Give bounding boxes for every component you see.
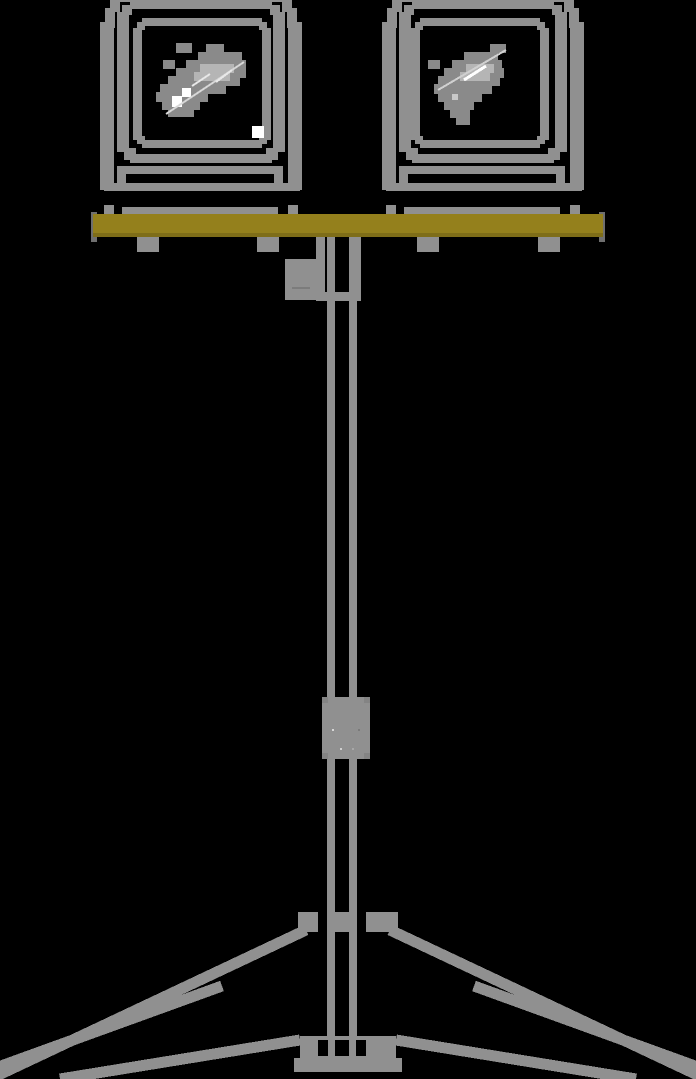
tripod-brace-left: [59, 1034, 301, 1079]
right-lamp-base-band: [399, 166, 565, 216]
tripod-hub-slot-right: [357, 912, 366, 932]
bracket-yoke-left: [316, 237, 325, 300]
pole-left-edge: [327, 237, 335, 1060]
tripod-brace-right: [395, 1034, 637, 1079]
right-lamp-lens-frame: [411, 18, 549, 148]
pole-right-edge: [349, 237, 357, 1060]
tripod-base: [0, 912, 696, 1079]
tripod-outer-brace-left: [0, 980, 224, 1073]
crossbar-tabs: [137, 237, 560, 252]
crossbar: [91, 212, 605, 252]
left-lamp-base-band: [117, 166, 283, 216]
right-lamp-head: [382, 0, 584, 217]
ballast-box: [285, 259, 316, 300]
telescoping-pole: [327, 237, 357, 1060]
crossbar-rail: [93, 214, 603, 237]
ballast-box-line: [292, 287, 310, 289]
bracket-yoke-bottom: [316, 292, 361, 301]
left-lamp-lens-frame: [133, 18, 271, 148]
left-lamp-head: [100, 0, 302, 217]
light-beam-icon: [156, 43, 264, 138]
tripod-hub: [298, 912, 398, 932]
height-adjust-collar: [322, 697, 370, 759]
tripod-hub-slot-left: [318, 912, 327, 932]
tripod-foot-plate: [294, 1058, 402, 1072]
left-lamp-inner-frame: [117, 0, 285, 163]
tripod-outer-brace-right: [472, 980, 696, 1073]
light-beam-icon: [428, 44, 507, 125]
crossbar-rail-shadow: [93, 233, 603, 237]
right-lamp-inner-frame: [399, 0, 567, 163]
